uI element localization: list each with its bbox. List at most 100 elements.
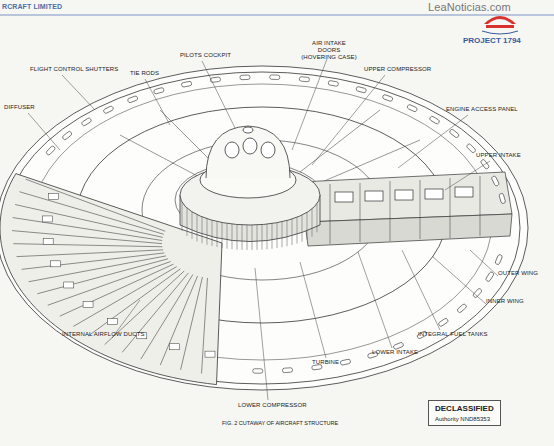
part-label: PILOTS COCKPIT (180, 52, 231, 59)
part-label: LOWER COMPRESSOR (238, 402, 307, 409)
shutter-slot (429, 116, 440, 125)
compressor-slat (197, 215, 198, 242)
compressor-slat (307, 212, 308, 239)
compressor-slat (232, 224, 233, 249)
compressor-slat (227, 223, 228, 248)
shutter-slot (253, 369, 263, 374)
company-name: RCRAFT LIMITED (2, 3, 62, 11)
airflow-duct (29, 256, 166, 282)
shutter-slot (181, 81, 192, 87)
airflow-duct (15, 205, 163, 238)
compressor-slat (297, 217, 298, 243)
shutter-slot (127, 96, 138, 104)
compressor-slat (277, 223, 278, 248)
duct-outlet (205, 351, 215, 357)
compressor-slat (312, 209, 313, 237)
part-label: TURBINE (312, 359, 339, 366)
airflow-duct (202, 278, 208, 374)
compressor-slat (292, 219, 293, 245)
compressor-slat (252, 225, 253, 250)
shutter-slot (340, 359, 351, 365)
compressor-slat (202, 217, 203, 243)
shutter-slot (393, 342, 404, 350)
part-label: INNER WING (486, 298, 524, 305)
shutter-slot (495, 254, 503, 265)
engine-slice (300, 172, 512, 246)
part-label: TIE RODS (130, 70, 159, 77)
part-label: ENGINE ACCESS PANEL (446, 106, 518, 113)
shutter-slot (356, 86, 367, 93)
project-logo (482, 16, 518, 34)
compressor-slat (217, 221, 218, 247)
shutter-slot (282, 368, 292, 373)
shutter-slot (466, 143, 476, 153)
airflow-duct (17, 250, 164, 257)
part-label: UPPER COMPRESSOR (364, 66, 431, 73)
compressor-slat (237, 224, 238, 249)
engine-hub (180, 126, 320, 250)
part-label: OUTER WING (498, 270, 538, 277)
compressor-slat (212, 220, 213, 246)
airflow-duct (13, 218, 163, 241)
compressor-slat (302, 215, 303, 242)
shutter-slot (153, 87, 164, 94)
airflow-duct (160, 276, 197, 365)
part-label: DIFFUSER (4, 104, 35, 111)
duct-outlet (83, 301, 93, 307)
shutter-slot (407, 104, 418, 112)
header-rule (0, 15, 554, 16)
airflow-duct (60, 264, 174, 316)
duct-outlet (43, 239, 53, 245)
airflow-duct (48, 262, 171, 306)
shutter-slot (382, 94, 393, 102)
shutter-slot (457, 303, 467, 313)
shutter-slot (299, 77, 309, 82)
shutter-slot (491, 176, 499, 187)
leader-lines (28, 59, 498, 400)
compressor-slat (317, 204, 318, 233)
stamp-heading: DECLASSIFIED (435, 404, 494, 413)
declassified-stamp: DECLASSIFIED Authority NND85353 (428, 400, 501, 426)
part-label: INTERNAL AIRFLOW DUCTS (62, 331, 145, 338)
shutter-slot (240, 75, 250, 80)
shutter-slot (210, 77, 220, 83)
compressor-slat (287, 220, 288, 246)
airflow-duct (13, 244, 162, 247)
compressor-slat (222, 222, 223, 247)
saucer-body (0, 66, 528, 390)
flight-control-shutters (46, 75, 506, 373)
figure-caption: FIG. 2 CUTAWAY OF AIRCRAFT STRUCTURE (222, 420, 338, 426)
duct-outlet (108, 319, 118, 325)
duct-outlet (43, 216, 53, 222)
duct-outlet (170, 344, 180, 350)
part-label: INTEGRAL FUEL TANKS (418, 331, 488, 338)
stamp-authority: Authority NND85353 (435, 416, 494, 422)
compressor-slat (187, 208, 188, 236)
duct-outlet (50, 261, 60, 267)
compressor-slat (182, 202, 183, 231)
compressor-slat (262, 225, 263, 250)
shutter-slot (103, 106, 114, 114)
shutter-slot (62, 131, 73, 141)
shutter-slot (449, 129, 460, 139)
compressor-slat (272, 223, 273, 248)
compressor-slat (247, 225, 248, 250)
shutter-slot (270, 75, 280, 80)
shutter-slot (312, 364, 323, 370)
shutter-slot (438, 318, 449, 327)
airflow-duct (26, 179, 166, 231)
duct-outlet (64, 282, 74, 288)
part-label: AIR INTAKE DOORS (HOVERING CASE) (300, 40, 358, 61)
compressor-slat (192, 212, 193, 239)
airflow-duct (19, 192, 163, 235)
compressor-slat (257, 225, 258, 250)
project-title: PROJECT 1794 (463, 36, 521, 45)
compressor-slat (267, 224, 268, 249)
compressor-slat (242, 225, 243, 250)
part-label: LOWER INTAKE (372, 349, 418, 356)
duct-outlet (48, 194, 58, 200)
compressor-slat (282, 222, 283, 248)
shutter-slot (499, 193, 506, 204)
part-label: FLIGHT CONTROL SHUTTERS (30, 66, 118, 73)
watermark: LeaNoticias.com (428, 1, 511, 14)
